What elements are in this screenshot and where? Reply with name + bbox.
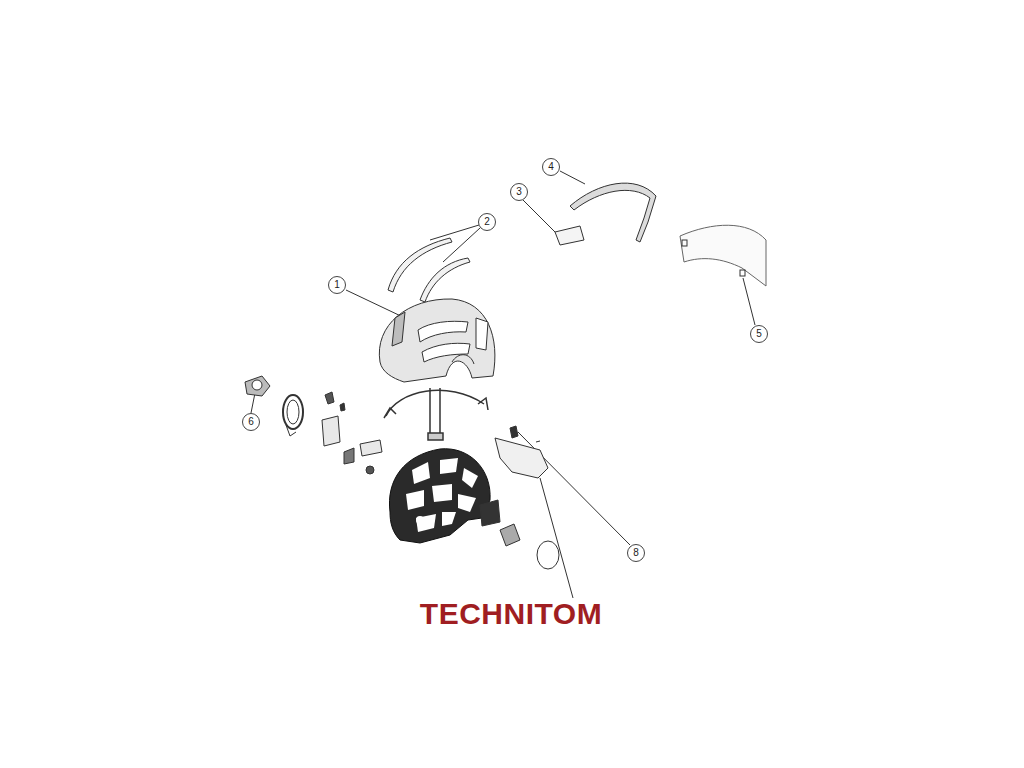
callout-number: 5 — [750, 325, 768, 343]
small-parts — [245, 376, 382, 474]
leader-line — [743, 278, 755, 325]
lens-holder — [480, 426, 559, 569]
headband — [384, 388, 488, 440]
inner-harness — [389, 449, 490, 543]
leader-line — [443, 228, 480, 262]
callout-number: 1 — [328, 276, 346, 294]
callout-number: 3 — [510, 183, 528, 201]
leader-line — [430, 225, 479, 240]
leader-line — [560, 171, 585, 184]
callout-number: 2 — [478, 213, 496, 231]
brand-logo: TECHNITOM — [420, 597, 602, 631]
visor-parts — [555, 183, 766, 286]
helmet-shell — [379, 299, 495, 382]
callout-number: 6 — [242, 413, 260, 431]
leader-line — [346, 290, 405, 318]
leader-line — [251, 393, 255, 413]
callout-number: 8 — [627, 544, 645, 562]
callout-number: 4 — [542, 158, 560, 176]
strip-part — [388, 238, 470, 302]
leader-line — [523, 200, 555, 232]
leader-line — [540, 478, 573, 598]
